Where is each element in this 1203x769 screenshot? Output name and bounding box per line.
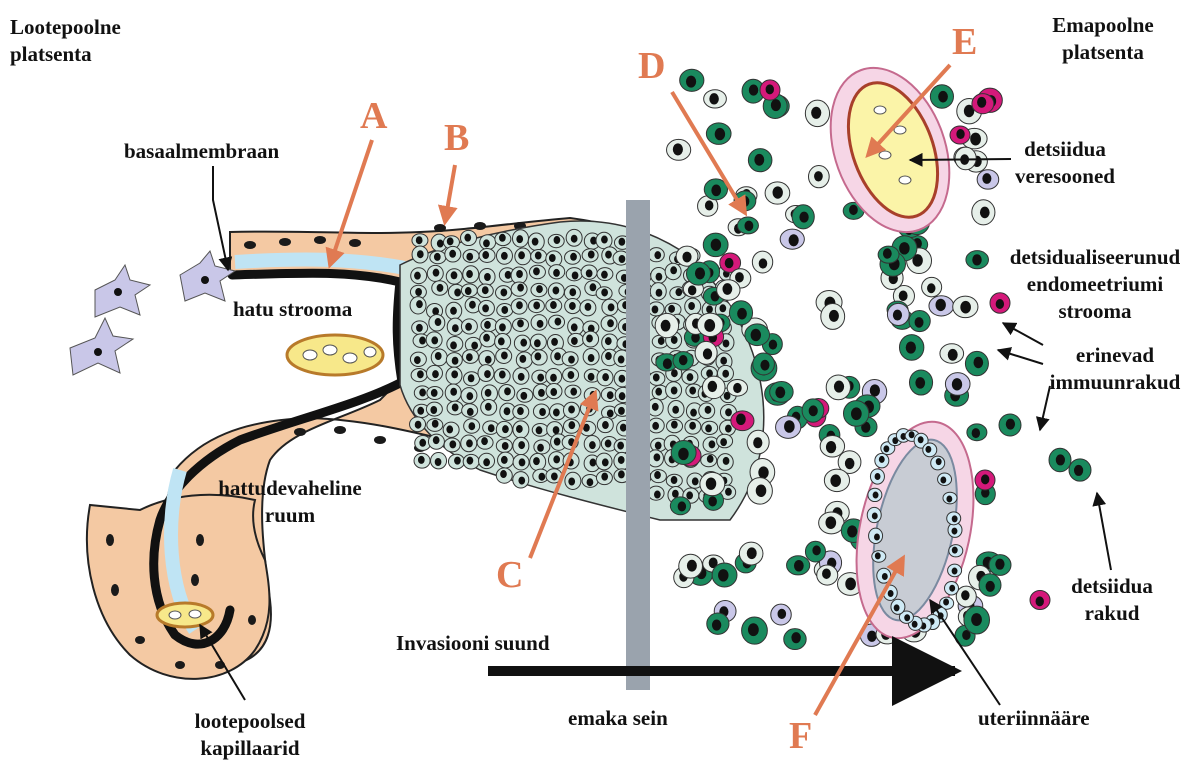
decidual-vessel: [809, 51, 971, 248]
letter-c: C: [496, 555, 523, 595]
letter-f: F: [789, 716, 812, 756]
immune-cells-label: erinevad immuunrakud: [1030, 342, 1200, 396]
uterine-wall-bar: [626, 200, 650, 690]
invasion-direction-label: Invasiooni suund: [396, 630, 550, 657]
immune-cells-left: [70, 251, 235, 375]
intervillous-space-label: hattudevaheline ruum: [200, 475, 380, 529]
decidual-cells-label: detsiidua rakud: [1062, 573, 1162, 627]
basement-membrane-label: basaalmembraan: [124, 138, 279, 165]
letter-e: E: [952, 22, 977, 62]
maternal-placenta-label: Emapoolne platsenta: [1028, 12, 1178, 66]
uterine-gland-label: uteriinnääre: [978, 705, 1090, 732]
decidual-vessels-label: detsiidua veresooned: [1000, 136, 1130, 190]
fetal-capillaries-label: lootepoolsed kapillaarid: [180, 708, 320, 762]
fetal-placenta-label: Lootepoolne platsenta: [10, 14, 121, 68]
letter-b: B: [444, 118, 469, 158]
villus-stroma-label: hatu strooma: [233, 296, 352, 323]
letter-a: A: [360, 96, 387, 136]
decidualized-stroma-label: detsidualiseerunud endomeetriumi strooma: [992, 244, 1198, 325]
uterine-wall-label: emaka sein: [568, 705, 668, 732]
letter-d: D: [638, 46, 665, 86]
